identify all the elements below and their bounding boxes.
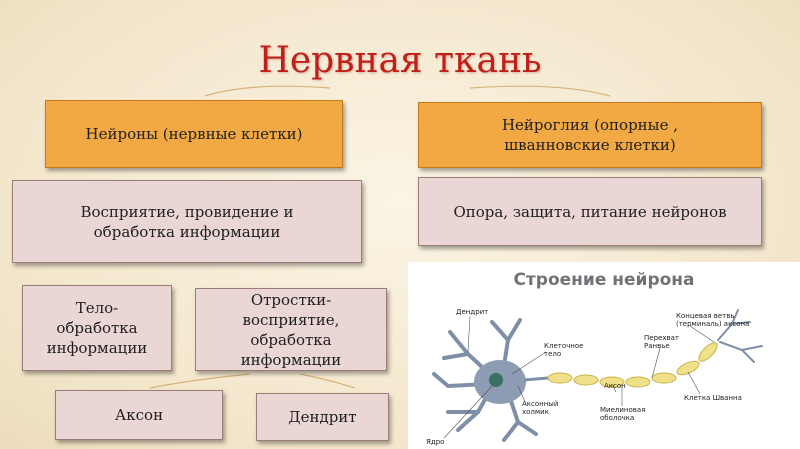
label-axon-hillock: Аксонный холмик	[522, 400, 559, 416]
nucleus-shape	[489, 373, 503, 387]
neuron-figure-title: Строение нейрона	[513, 270, 695, 290]
neuron-illustration	[432, 309, 763, 442]
cell-body-box: Тело- обработка информации	[22, 285, 172, 371]
processes-label: Отростки- восприятие, обработка информац…	[240, 290, 342, 369]
page-title: Нервная ткань	[258, 40, 542, 81]
support-box: Опора, защита, питание нейронов	[418, 177, 762, 246]
axon-box: Аксон	[55, 390, 223, 440]
neurons-label: Нейроны (нервные клетки)	[85, 125, 303, 143]
perception-box: Восприятие, провидение и обработка инфор…	[12, 180, 362, 263]
dendrite-box: Дендрит	[256, 393, 389, 441]
label-dendrite: Дендрит	[456, 308, 489, 316]
processes-box: Отростки- восприятие, обработка информац…	[195, 288, 387, 371]
cell-body-label: Тело- обработка информации	[46, 299, 148, 357]
neuroglia-label: Нейроглия (опорные , шванновские клетки)	[501, 116, 679, 154]
label-axon: Аксон	[604, 382, 626, 390]
label-myelin: Миелиновая оболочка	[600, 406, 646, 422]
dendrite-label: Дендрит	[288, 408, 357, 426]
label-nucleus: Ядро	[426, 438, 445, 446]
label-schwann: Клетка Шванна	[684, 394, 742, 402]
support-label: Опора, защита, питание нейронов	[453, 202, 727, 221]
neurons-box: Нейроны (нервные клетки)	[45, 100, 343, 168]
axon-label: Аксон	[114, 406, 164, 424]
label-cell-body: Клеточное тело	[544, 342, 584, 358]
label-node-ranvier: Перехват Ранвье	[644, 334, 679, 350]
neuron-structure-figure: Строение нейрона	[408, 262, 800, 449]
perception-label: Восприятие, провидение и обработка инфор…	[80, 202, 294, 241]
neuroglia-box: Нейроглия (опорные , шванновские клетки)	[418, 102, 762, 168]
label-axon-terminal: Концевая ветвь (терминаль) аксона	[676, 312, 750, 328]
